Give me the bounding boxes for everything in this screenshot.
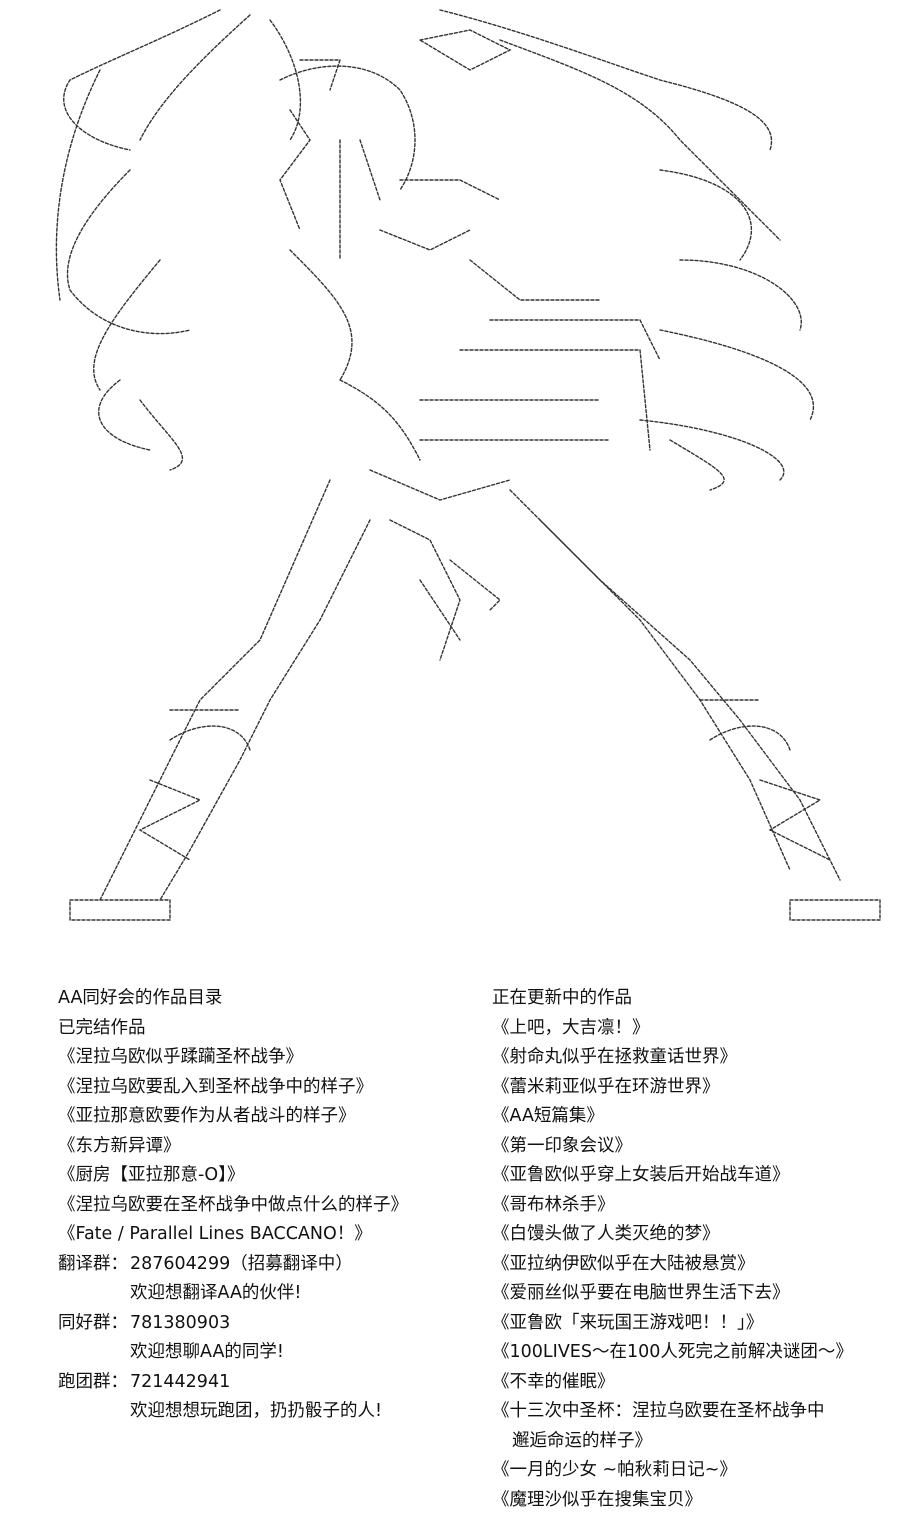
ongoing-item: 《白馒头做了人类灭绝的梦》	[492, 1224, 720, 1244]
right-column: 正在更新中的作品 《上吧，大吉凛！》 《射命丸似乎在拯救童话世界》 《蕾米莉亚似…	[492, 984, 853, 1515]
trpg-group: 跑团群： 721442941	[58, 1368, 408, 1398]
group-label: 翻译群：	[58, 1253, 128, 1274]
group-number: 721442941	[130, 1371, 231, 1392]
ongoing-item: 《一月的少女 ~帕秋莉日记~》	[492, 1460, 737, 1480]
ongoing-item-continued: 邂逅命运的样子》	[512, 1430, 652, 1451]
ongoing-item: 《十三次中圣杯：涅拉乌欧要在圣杯战争中	[492, 1401, 825, 1421]
completed-heading: 已完结作品	[58, 1017, 146, 1038]
completed-item: 《涅拉乌欧要乱入到圣杯战争中的样子》	[58, 1076, 373, 1097]
completed-item: 《东方新异谭》	[58, 1135, 181, 1156]
ongoing-item: 《第一印象会议》	[492, 1135, 632, 1156]
ongoing-item: 《上吧，大吉凛！》	[492, 1017, 650, 1038]
character-line-art	[55, 9, 881, 921]
completed-item: 《涅拉乌欧要在圣杯战争中做点什么的样子》	[58, 1194, 408, 1215]
group-number: 287604299（招募翻译中）	[130, 1253, 353, 1274]
ongoing-item: 《亚拉纳伊欧似乎在大陆被悬赏》	[492, 1253, 755, 1274]
ongoing-item: 《蕾米莉亚似乎在环游世界》	[492, 1076, 720, 1097]
group-note: 欢迎想想玩跑团，扔扔骰子的人!	[130, 1401, 383, 1421]
translation-group: 翻译群： 287604299（招募翻译中）	[58, 1250, 408, 1280]
ongoing-item: 《射命丸似乎在拯救童话世界》	[492, 1047, 737, 1067]
ongoing-item: 《亚鲁欧「来玩国王游戏吧！！」》	[492, 1312, 764, 1333]
group-number: 781380903	[130, 1312, 231, 1333]
completed-item: 《亚拉那意欧要作为从者战斗的样子》	[58, 1106, 356, 1126]
ongoing-item: 《哥布林杀手》	[492, 1194, 615, 1215]
ongoing-heading: 正在更新中的作品	[492, 988, 632, 1008]
ongoing-item: 《爱丽丝似乎要在电脑世界生活下去》	[492, 1283, 790, 1303]
group-note: 欢迎想聊AA的同学!	[130, 1342, 284, 1362]
ongoing-item: 《亚鲁欧似乎穿上女装后开始战车道》	[492, 1165, 790, 1185]
completed-item: 《Fate / Parallel Lines BACCANO！》	[58, 1224, 372, 1244]
completed-item: 《涅拉乌欧似乎蹂躏圣杯战争》	[58, 1047, 303, 1067]
catalog-heading: AA同好会的作品目录	[58, 988, 223, 1008]
group-label: 跑团群：	[58, 1371, 128, 1392]
ongoing-item: 《不幸的催眠》	[492, 1371, 615, 1392]
ongoing-item: 《AA短篇集》	[492, 1106, 604, 1126]
group-note: 欢迎想翻译AA的伙伴!	[130, 1283, 302, 1303]
ongoing-item: 《魔理沙似乎在搜集宝贝》	[492, 1489, 702, 1510]
left-column: AA同好会的作品目录 已完结作品 《涅拉乌欧似乎蹂躏圣杯战争》 《涅拉乌欧要乱入…	[58, 984, 408, 1427]
group-label: 同好群：	[58, 1312, 128, 1333]
ongoing-item: 《100LIVES～在100人死完之前解决谜团～》	[492, 1342, 853, 1362]
fan-group: 同好群： 781380903	[58, 1309, 408, 1339]
completed-item: 《厨房【亚拉那意-O】》	[58, 1165, 245, 1185]
